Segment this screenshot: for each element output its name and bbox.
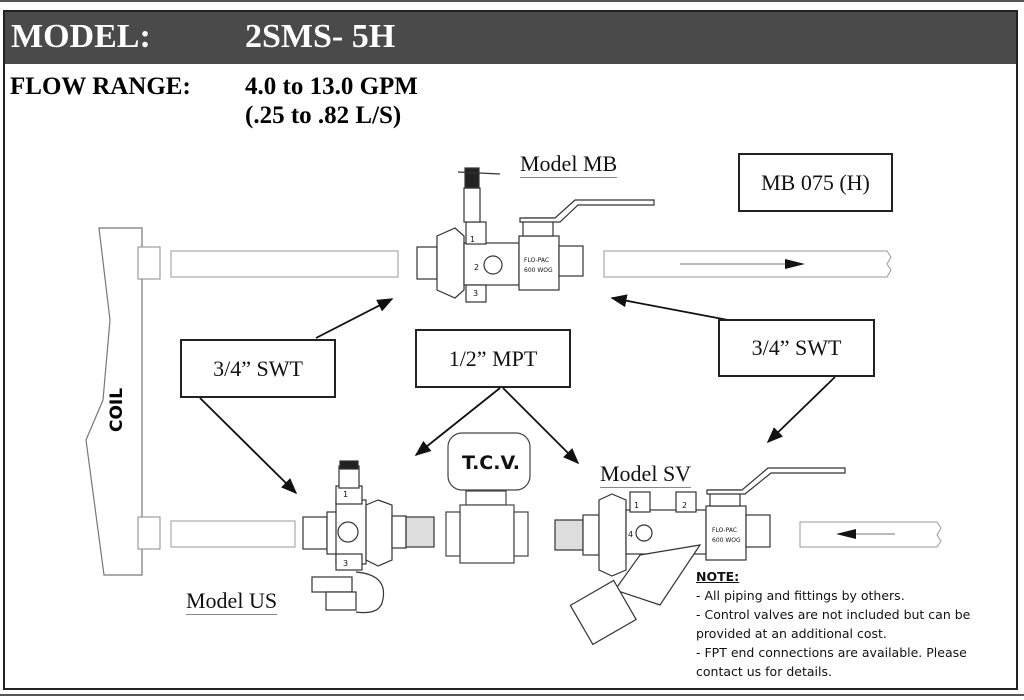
arrow-swt-left-to-us <box>199 397 298 495</box>
sv-rating: 600 WOG <box>712 537 741 544</box>
mb-port-2: 2 <box>474 263 479 272</box>
sv-port-1: 1 <box>634 501 639 510</box>
note-title: NOTE: <box>696 569 740 584</box>
flow-arrow-left-icon <box>836 529 856 539</box>
supply-pipe-right <box>603 250 892 278</box>
callout-mb-part: MB 075 (H) <box>738 153 893 212</box>
model-header-bar: MODEL: 2SMS- 5H <box>5 12 1016 64</box>
note-block: NOTE: - All piping and fittings by other… <box>696 567 1016 681</box>
model-mb-valve: 1 2 3 FLO-PAC 600 WOG <box>416 167 655 303</box>
callout-swt-right: 3/4” SWT <box>718 319 875 377</box>
model-us-label: Model US <box>186 588 278 615</box>
mb-port-3: 3 <box>473 289 478 298</box>
arrow-swt-left-to-mb <box>315 298 394 339</box>
callout-mpt: 1/2” MPT <box>415 329 571 388</box>
arrow-mpt-to-us <box>414 387 501 457</box>
tcv-control-valve: T.C.V. <box>445 432 531 564</box>
mb-brand: FLO-PAC <box>524 257 549 264</box>
flow-range-gpm: 4.0 to 13.0 GPM <box>245 73 418 100</box>
tcv-label: T.C.V. <box>462 452 520 474</box>
coil-label: COIL <box>107 388 127 432</box>
return-pipe-right <box>799 521 942 548</box>
sv-brand: FLO-PAC <box>712 527 737 534</box>
model-label: MODEL: <box>11 18 151 55</box>
note-line: - All piping and fittings by others. <box>696 588 905 603</box>
arrow-mpt-to-sv <box>502 387 580 465</box>
coil-body: COIL <box>85 227 161 576</box>
flow-arrow-right-icon <box>785 259 805 269</box>
model-mb-label: Model MB <box>520 151 618 178</box>
return-pipe-left <box>170 520 296 548</box>
note-line: - Control valves are not included but ca… <box>696 607 971 641</box>
model-sv-label: Model SV <box>600 461 692 488</box>
model-sv-valve: 1 2 4 FLO-PAC 600 WOG <box>554 467 846 646</box>
supply-pipe-left <box>170 250 399 278</box>
mb-rating: 600 WOG <box>524 267 553 274</box>
model-value: 2SMS- 5H <box>245 18 396 55</box>
top-rule <box>0 0 1024 2</box>
us-port-1: 1 <box>343 490 348 499</box>
arrow-swt-right-to-mb <box>610 294 729 321</box>
flow-range-ls: (.25 to .82 L/S) <box>245 102 402 129</box>
callout-swt-left: 3/4” SWT <box>180 339 336 398</box>
model-us-valve: 1 3 <box>302 460 435 614</box>
sv-port-2: 2 <box>682 501 687 510</box>
bottom-rule <box>0 694 1024 696</box>
flow-range-label: FLOW RANGE: <box>10 73 191 100</box>
note-line: - FPT end connections are available. Ple… <box>696 645 967 679</box>
arrow-swt-right-to-sv <box>766 376 836 444</box>
mb-port-1: 1 <box>470 235 475 244</box>
sv-port-4: 4 <box>628 530 633 539</box>
us-port-3: 3 <box>343 559 348 568</box>
